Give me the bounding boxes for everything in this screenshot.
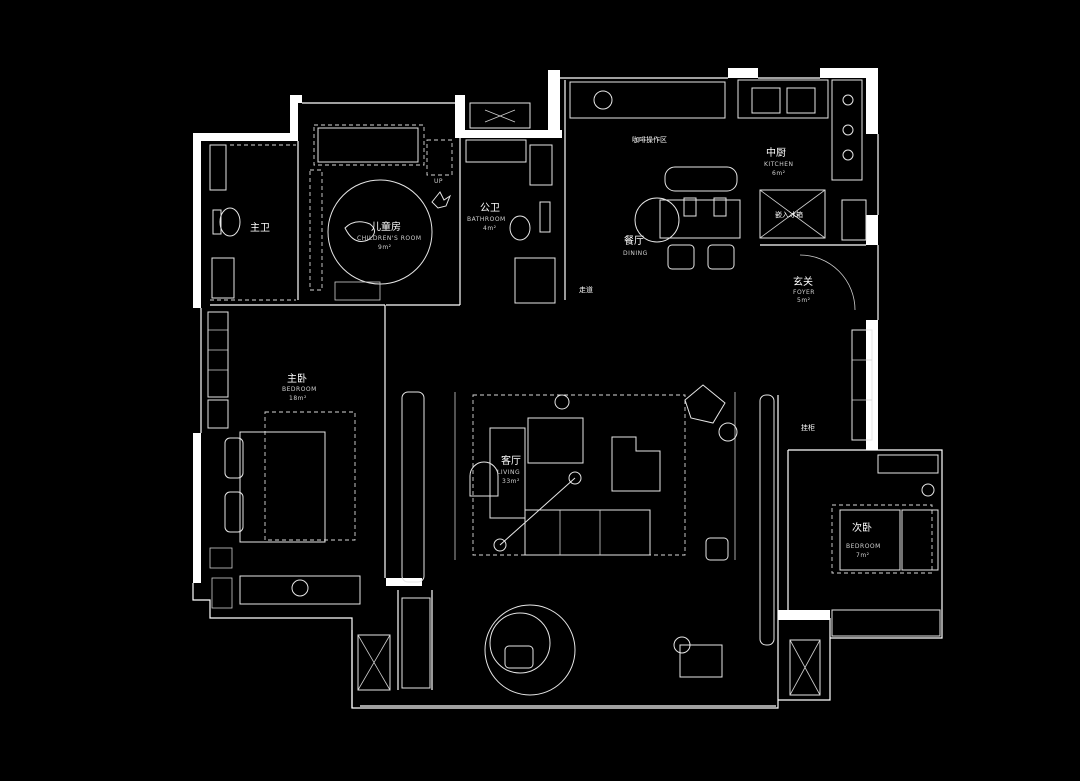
label-second-bedroom: 次卧 bbox=[852, 521, 872, 534]
outline-lines bbox=[192, 77, 943, 709]
label-master-bath: 主卫 bbox=[250, 222, 270, 234]
label-dining: 餐厅 bbox=[624, 234, 644, 247]
label-fridge: 嵌入冰箱 bbox=[775, 210, 803, 219]
label-corridor: 走道 bbox=[579, 285, 593, 294]
label-kids-room: 儿童房 bbox=[371, 220, 401, 233]
label-kitchen: 中厨 bbox=[766, 146, 786, 159]
label-second-bedroom-area: 7m² bbox=[856, 552, 870, 559]
label-living-en: LIVING bbox=[497, 469, 520, 476]
public-bath-fixtures bbox=[465, 102, 556, 304]
label-master-bedroom-en: BEDROOM bbox=[282, 386, 317, 393]
label-kids-room-en: CHILDREN'S ROOM bbox=[357, 235, 422, 242]
exterior-walls bbox=[193, 68, 878, 620]
label-kids-room-area: 9m² bbox=[378, 244, 392, 251]
room-labels: 主卫 儿童房 CHILDREN'S ROOM 9m² 公卫 BATHROOM 4… bbox=[250, 146, 881, 559]
label-kitchen-area: 6m² bbox=[772, 170, 786, 177]
label-public-bath-en: BATHROOM bbox=[467, 216, 506, 223]
living-room-furniture bbox=[401, 384, 775, 696]
master-bath-fixtures bbox=[209, 144, 296, 301]
label-dining-en: DINING bbox=[623, 250, 648, 257]
label-master-bedroom: 主卧 bbox=[287, 372, 307, 385]
label-living-area: 33m² bbox=[502, 478, 520, 485]
label-master-bedroom-area: 18m² bbox=[289, 395, 307, 402]
label-kitchen-en: KITCHEN bbox=[764, 161, 794, 168]
label-foyer-en: FOYER bbox=[793, 289, 815, 296]
label-second-bedroom-en: BEDROOM bbox=[846, 543, 881, 550]
label-up: UP bbox=[434, 178, 443, 185]
label-hanging: 挂柜 bbox=[801, 423, 815, 432]
kids-room-furniture bbox=[309, 124, 453, 301]
label-foyer-area: 5m² bbox=[797, 297, 811, 304]
second-bedroom-furniture bbox=[357, 329, 941, 696]
label-public-bath-area: 4m² bbox=[483, 225, 497, 232]
label-living: 客厅 bbox=[501, 454, 521, 467]
annotation-labels: 咖啡操作区 嵌入冰箱 走道 挂柜 UP bbox=[434, 135, 815, 432]
kitchen-dining-furniture bbox=[569, 79, 867, 311]
label-coffee-area: 咖啡操作区 bbox=[632, 135, 667, 144]
master-bedroom-furniture bbox=[207, 311, 361, 609]
label-public-bath: 公卫 bbox=[480, 203, 500, 214]
label-foyer: 玄关 bbox=[793, 275, 813, 288]
